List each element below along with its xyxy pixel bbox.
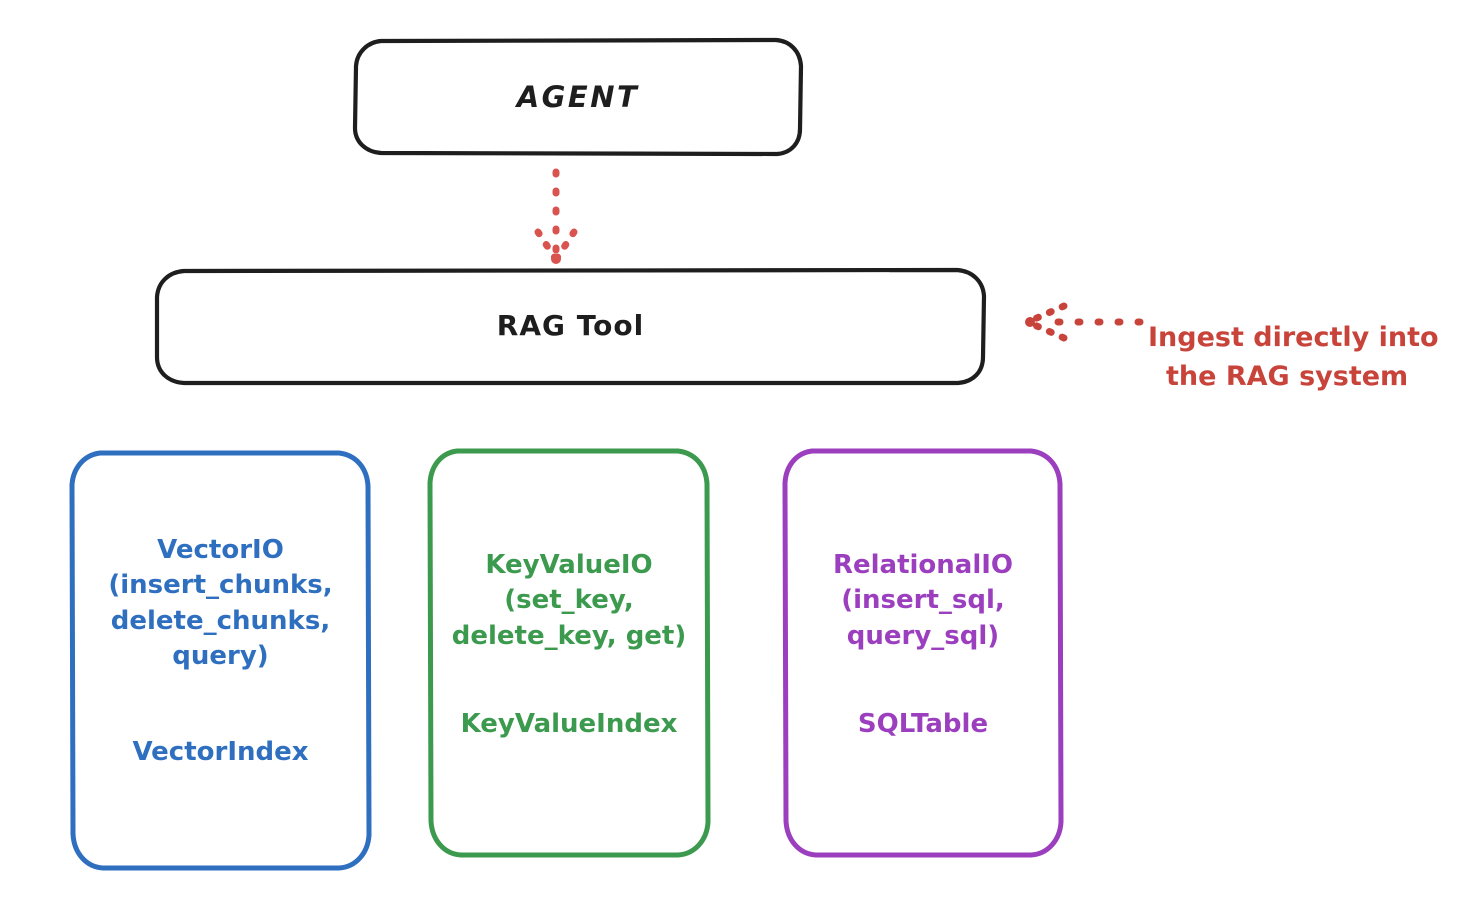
vector-io-api-label: VectorIO (insert_chunks, delete_chunks, … xyxy=(108,535,333,672)
agent-node-shape[interactable] xyxy=(352,37,804,157)
key-value-index-label: KeyValueIndex xyxy=(460,709,678,739)
agent-to-ragtool-connector xyxy=(534,168,578,264)
rag-tool-node-shape[interactable] xyxy=(154,267,987,386)
relational-io-node-shape[interactable] xyxy=(782,448,1064,858)
rag-tool-node-label: RAG Tool xyxy=(496,309,645,342)
key-value-io-node-shape[interactable] xyxy=(427,448,711,858)
agent-node-label: AGENT xyxy=(516,80,640,114)
sql-table-label: SQLTable xyxy=(857,709,989,739)
annotation-connector xyxy=(1025,302,1144,342)
relational-io-api-label: RelationalIO (insert_sql, query_sql) xyxy=(832,550,1014,651)
vector-index-label: VectorIndex xyxy=(132,737,309,767)
annotation-line-2: the RAG system xyxy=(1166,360,1409,392)
key-value-io-api-label: KeyValueIO (set_key, delete_key, get) xyxy=(451,550,687,651)
ingest-annotation: Ingest directly into the RAG system xyxy=(1148,281,1478,434)
annotation-line-1: Ingest directly into xyxy=(1148,322,1439,354)
vector-io-node-shape[interactable] xyxy=(69,450,372,871)
